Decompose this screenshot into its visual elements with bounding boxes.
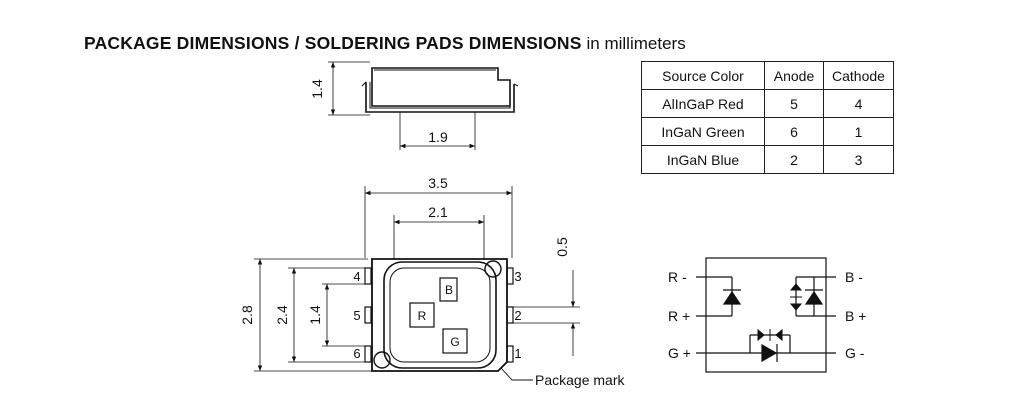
table-row: InGaN Blue 2 3 (641, 145, 894, 174)
pad-6 (364, 345, 372, 363)
section-heading: PACKAGE DIMENSIONS / SOLDERING PADS DIME… (84, 33, 686, 54)
lens-outline (383, 261, 497, 369)
schematic-label-r-minus: R - (668, 269, 687, 285)
die-label-blue: B (445, 283, 453, 297)
die-label-green: G (450, 335, 459, 349)
schematic-label-g-plus: G + (668, 345, 691, 361)
pin-label-3: 3 (514, 269, 521, 284)
schematic-label-b-minus: B - (845, 269, 863, 285)
top-view (254, 186, 580, 381)
corner-mark-icon (373, 351, 391, 369)
pin-label-1: 1 (514, 346, 521, 361)
die-red (409, 302, 435, 328)
table-header: Source Color (641, 61, 765, 90)
side-view-body (371, 67, 511, 107)
pin-label-4: 4 (353, 269, 360, 284)
package-mark-leader (500, 367, 533, 381)
pad-3 (506, 267, 514, 285)
pin-assignment-table: Source Color Anode Cathode AlInGaP Red 5… (641, 61, 894, 174)
schematic-frame (705, 257, 827, 373)
pin-label-2: 2 (514, 308, 521, 323)
top-pitch-label: 1.4 (307, 305, 323, 325)
corner-mark-icon (484, 260, 502, 278)
esd-zener-blue-icon (789, 283, 803, 311)
package-mark-label: Package mark (535, 372, 625, 388)
table-cell: 4 (823, 89, 894, 118)
table-cell: 6 (764, 117, 824, 146)
side-pad-width-label: 1.9 (428, 129, 448, 145)
table-cell: InGaN Blue (641, 145, 765, 174)
die-label-red: R (418, 309, 427, 323)
side-view (328, 61, 519, 150)
table-cell: 5 (764, 89, 824, 118)
die-green (442, 328, 468, 354)
pin-label-6: 6 (353, 346, 360, 361)
top-pad-label: 0.5 (554, 237, 570, 257)
table-header: Cathode (823, 61, 894, 90)
table-row: AlInGaP Red 5 4 (641, 89, 894, 118)
diode-green-icon (761, 343, 778, 363)
heading-title: PACKAGE DIMENSIONS / SOLDERING PADS DIME… (84, 33, 582, 53)
top-height-label: 2.8 (239, 305, 255, 325)
pad-1 (506, 345, 514, 363)
die-blue (439, 277, 458, 302)
top-inner-height-label: 2.4 (274, 305, 290, 325)
table-cell: 2 (764, 145, 824, 174)
pad-5 (364, 306, 372, 324)
table-cell: InGaN Green (641, 117, 765, 146)
heading-unit: in millimeters (586, 34, 686, 53)
pin-label-5: 5 (353, 308, 360, 323)
schematic-label-g-minus: G - (845, 345, 865, 361)
table-cell: 3 (823, 145, 894, 174)
diode-red-icon (722, 289, 742, 305)
pad-2 (506, 306, 514, 324)
pad-4 (364, 267, 372, 285)
side-height-label: 1.4 (309, 79, 325, 99)
table-cell: AlInGaP Red (641, 89, 765, 118)
top-inner-width-label: 2.1 (428, 204, 448, 220)
schematic-label-r-plus: R + (668, 308, 690, 324)
table-header-row: Source Color Anode Cathode (641, 61, 894, 90)
schematic-label-b-plus: B + (845, 308, 866, 324)
top-width-label: 3.5 (428, 175, 448, 191)
diode-blue-icon (804, 289, 824, 305)
esd-zener-green-icon (757, 328, 783, 342)
lens-inner (389, 267, 491, 363)
table-row: InGaN Green 6 1 (641, 117, 894, 146)
side-view-lead-outer (365, 82, 515, 113)
package-body (371, 258, 508, 372)
